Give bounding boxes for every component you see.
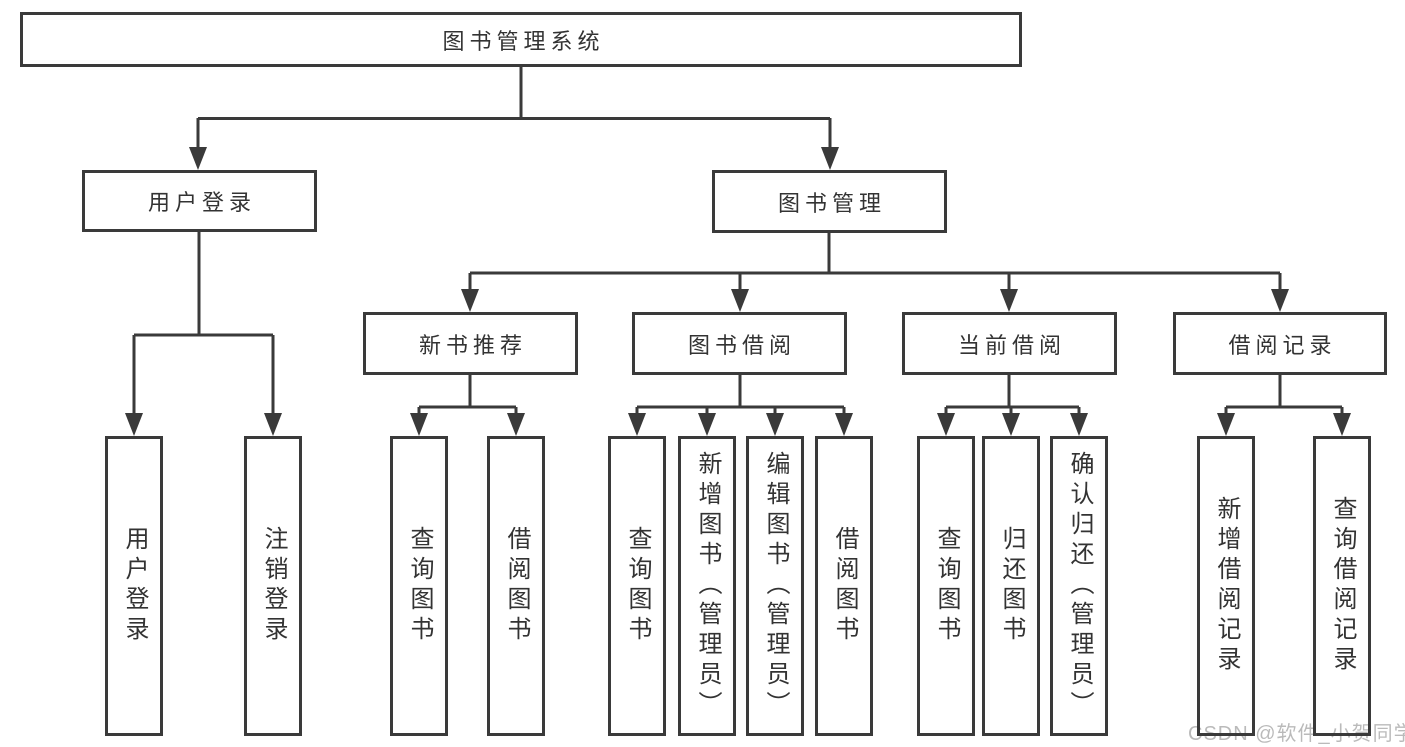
leaf-borrow-add-book-admin: 新增图书（管理员） [678,436,736,736]
edge-root-to-level2 [196,67,832,149]
node-book-management: 图书管理 [712,170,947,233]
leaf-recommend-query-book: 查询图书 [390,436,448,736]
watermark: CSDN @软件_小贺同学 [1188,723,1405,745]
arrow-down-icon [125,413,143,436]
arrow-down-icon [1217,413,1235,436]
leaf-current-return-book: 归还图书 [982,436,1040,736]
arrow-down-icon [835,413,853,436]
arrow-down-icon [766,413,784,436]
arrow-down-icon [1333,413,1351,436]
edge-book-management-to-level3 [468,233,1282,290]
node-user-login: 用户登录 [82,170,317,232]
leaf-user-login: 用户登录 [105,436,163,736]
arrow-down-icon [189,147,207,170]
arrow-down-icon [937,413,955,436]
node-current-borrow: 当前借阅 [902,312,1117,375]
arrow-down-icon [731,289,749,312]
arrow-down-icon [1070,413,1088,436]
arrow-down-icon [628,413,646,436]
edge-borrow-to-leaves [635,375,846,415]
edge-user-login-to-leaves [132,232,275,414]
node-root: 图书管理系统 [20,12,1022,67]
node-book-borrow: 图书借阅 [632,312,847,375]
leaf-records-add-record: 新增借阅记录 [1197,436,1255,736]
leaf-borrow-borrow-book: 借阅图书 [815,436,873,736]
arrow-down-icon [1000,289,1018,312]
arrowheads [125,147,1351,436]
leaf-borrow-query-book: 查询图书 [608,436,666,736]
leaf-borrow-edit-book-admin: 编辑图书（管理员） [746,436,804,736]
arrow-down-icon [507,413,525,436]
edge-records-to-leaves [1224,375,1344,415]
arrow-down-icon [1002,413,1020,436]
arrow-down-icon [264,413,282,436]
arrow-down-icon [698,413,716,436]
arrow-down-icon [821,147,839,170]
leaf-recommend-borrow-book: 借阅图书 [487,436,545,736]
node-new-book-recommend: 新书推荐 [363,312,578,375]
leaf-current-confirm-return-admin: 确认归还（管理员） [1050,436,1108,736]
node-borrow-records: 借阅记录 [1173,312,1387,375]
leaf-logout: 注销登录 [244,436,302,736]
leaf-current-query-book: 查询图书 [917,436,975,736]
arrow-down-icon [461,289,479,312]
edge-recommend-to-leaves [417,375,518,415]
arrow-down-icon [1271,289,1289,312]
arrow-down-icon [410,413,428,436]
edge-current-to-leaves [944,375,1081,415]
leaf-records-query-record: 查询借阅记录 [1313,436,1371,736]
